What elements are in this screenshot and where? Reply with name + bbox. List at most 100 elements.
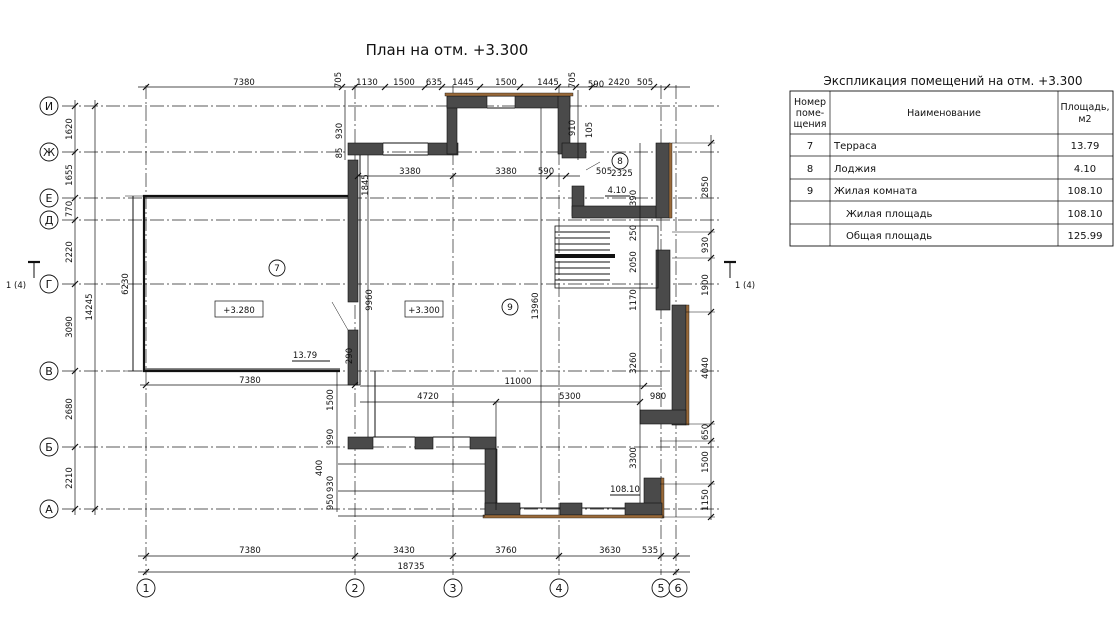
table-row-2-num: 8 [807, 164, 813, 175]
dim-inner-21: 3300 [629, 447, 639, 469]
axis-label-b: Б [45, 441, 53, 454]
dim-left-1: 1620 [65, 118, 75, 140]
axis-label-3: 3 [450, 582, 457, 595]
dim-top-6: 1445 [452, 78, 474, 88]
dim-right-5: 650 [701, 424, 711, 440]
dim-right-7: 1150 [701, 489, 711, 511]
dim-inner-26: 950 [326, 494, 336, 510]
inner-dimension-lines: 3380 3380 590 505 7380 11000 4720 5300 9… [121, 90, 666, 517]
table-header-area-2: м2 [1078, 114, 1091, 125]
room-number-9: 9 [507, 303, 513, 313]
dim-right-2: 930 [701, 237, 711, 253]
dim-inner-18: 2050 [629, 251, 639, 273]
area-label-room: 108.10 [610, 485, 640, 495]
left-dimension-chain: 1620 1655 770 2220 3090 2680 2210 14245 [65, 100, 99, 515]
dim-inner-24: 400 [315, 460, 325, 476]
area-label-loggia: 4.10 [608, 186, 627, 196]
room-number-8: 8 [617, 157, 623, 167]
dim-top-1: 7380 [233, 78, 255, 88]
level-mark-terrace: +3.280 [223, 306, 254, 316]
dim-left-2: 1655 [65, 164, 75, 186]
vertical-axes [145, 85, 677, 575]
dim-bottom-total: 18735 [397, 562, 424, 572]
level-mark-room: +3.300 [408, 306, 439, 316]
room-number-7: 7 [274, 264, 280, 274]
dim-inner-22: 1500 [326, 389, 336, 411]
dim-left-3: 770 [65, 201, 75, 217]
axis-label-1: 1 [143, 582, 150, 595]
stair [554, 225, 659, 289]
table-row-3-area: 108.10 [1068, 186, 1103, 197]
axis-label-v: В [45, 365, 53, 378]
dim-inner-28: 930 [335, 123, 345, 139]
column-axis-bubbles: 1 2 3 4 5 6 [136, 578, 688, 598]
top-dimension-chain: 7380 705 1130 1500 635 1445 1500 1445 70… [138, 72, 690, 91]
section-mark-left: 1 (4) [6, 281, 26, 291]
row-axis-bubbles: И Ж Е Д Г В Б А [39, 96, 59, 519]
table-row-1-name: Терраса [833, 141, 877, 152]
building-walls [347, 92, 690, 519]
dim-left-6: 2680 [65, 398, 75, 420]
dim-inner-27: 290 [345, 348, 355, 364]
table-summary-2-name: Общая площадь [846, 231, 932, 242]
axis-label-g: Г [46, 278, 53, 291]
area-label-terrace: 13.79 [293, 351, 317, 361]
terrace-outline [125, 194, 350, 373]
axis-label-4: 4 [556, 582, 563, 595]
axis-label-e: Е [46, 192, 53, 205]
dim-inner-2: 3380 [495, 167, 517, 177]
table-header-num-1: Номер [794, 97, 826, 108]
dim-inner-31: 105 [585, 122, 595, 138]
dim-bottom-4: 3630 [599, 546, 621, 556]
table-row-3-name: Жилая комната [834, 186, 917, 197]
dim-top-5: 635 [426, 78, 442, 88]
dim-bottom-5: 535 [642, 546, 658, 556]
axis-label-5: 5 [658, 582, 665, 595]
table-header-name: Наименование [907, 108, 981, 119]
table-header-area-1: Площадь, [1061, 102, 1110, 113]
dim-top-4: 1500 [393, 78, 415, 88]
dim-top-8: 1445 [537, 78, 559, 88]
table-summary-2-area: 125.99 [1068, 231, 1103, 242]
section-marks: 1 (4) 1 (4) [6, 260, 755, 291]
dim-inner-13: 13960 [531, 292, 541, 319]
dim-inner-14: 1845 [361, 174, 371, 196]
axis-label-2: 2 [352, 582, 359, 595]
table-row-1-num: 7 [807, 141, 813, 152]
dim-inner-3: 590 [538, 167, 554, 177]
section-mark-right: 1 (4) [735, 281, 755, 291]
dim-top-11: 2420 [608, 78, 630, 88]
dim-inner-20: 3260 [629, 352, 639, 374]
dim-inner-7: 11000 [504, 377, 531, 387]
table-row-2-area: 4.10 [1074, 164, 1096, 175]
dim-inner-23: 990 [326, 429, 336, 445]
table-header-num-2: поме- [796, 108, 824, 119]
dim-left-total: 14245 [85, 293, 95, 320]
dim-top-12: 505 [637, 78, 653, 88]
dim-inner-17: 250 [629, 225, 639, 241]
right-dimension-chain: 2850 930 1900 4040 650 1500 1150 [660, 135, 715, 521]
dim-inner-19: 1170 [629, 289, 639, 311]
dim-inner-29: 85 [335, 148, 345, 159]
axis-label-6: 6 [675, 582, 682, 595]
table-title: Экспликация помещений на отм. +3.300 [823, 74, 1082, 88]
dim-inner-25: 930 [326, 476, 336, 492]
dim-top-2: 705 [334, 72, 344, 88]
dim-bottom-1: 7380 [239, 546, 261, 556]
axis-label-a: А [45, 503, 53, 516]
dim-right-1: 2850 [701, 176, 711, 198]
dim-inner-15: 2325 [611, 169, 633, 179]
dim-inner-8: 4720 [417, 392, 439, 402]
bottom-dimension-chain: 7380 3430 3760 3630 535 18735 [138, 546, 690, 576]
table-row-2-name: Лоджия [834, 164, 876, 175]
dim-inner-30: 910 [568, 120, 578, 136]
dim-inner-9: 5300 [559, 392, 581, 402]
dim-top-3: 1130 [356, 78, 378, 88]
table-header-num-3: щения [794, 119, 827, 130]
dim-top-9: 705 [568, 72, 578, 88]
explication-table: Экспликация помещений на отм. +3.300 Ном… [789, 74, 1114, 247]
table-row-3-num: 9 [807, 186, 813, 197]
dim-inner-1: 3380 [399, 167, 421, 177]
table-row-1-area: 13.79 [1071, 141, 1100, 152]
dim-top-10: 590 [588, 80, 604, 90]
